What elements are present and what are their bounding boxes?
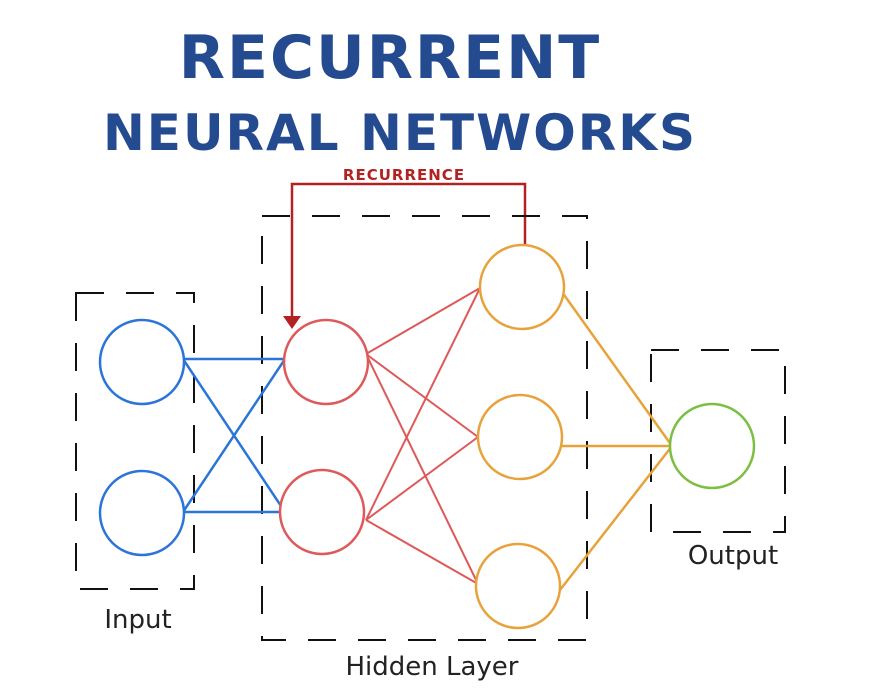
hidden-output-connections bbox=[559, 291, 674, 591]
connection-line bbox=[365, 353, 479, 438]
hidden-node-orange-3 bbox=[474, 542, 562, 630]
input-node-1 bbox=[98, 318, 186, 406]
connection-line bbox=[559, 445, 673, 591]
hidden-node-red-2 bbox=[278, 468, 366, 556]
output-layer-box bbox=[650, 349, 786, 533]
output-node bbox=[668, 402, 756, 490]
connection-line bbox=[365, 436, 479, 521]
input-layer-label: Input bbox=[104, 605, 171, 635]
title-line-1: RECURRENT bbox=[179, 23, 601, 93]
hidden-node-orange-2 bbox=[476, 393, 564, 481]
hidden-hidden-connections bbox=[365, 287, 481, 585]
connection-line bbox=[365, 287, 481, 355]
input-hidden-connections bbox=[181, 357, 287, 514]
hidden-layer-label: Hidden Layer bbox=[345, 652, 518, 682]
hidden-node-red-1 bbox=[282, 318, 370, 406]
title-line-2: NEURAL NETWORKS bbox=[103, 104, 697, 162]
connection-line bbox=[365, 353, 479, 585]
connection-line bbox=[365, 519, 479, 585]
connection-line bbox=[365, 287, 481, 521]
connection-line bbox=[181, 358, 287, 513]
input-node-2 bbox=[98, 469, 186, 557]
output-layer-label: Output bbox=[688, 541, 778, 571]
recurrence-label: RECURRENCE bbox=[343, 166, 465, 184]
connection-line bbox=[560, 291, 674, 447]
hidden-node-orange-1 bbox=[478, 243, 566, 331]
input-layer-box bbox=[75, 292, 195, 590]
hidden-layer-box bbox=[261, 215, 588, 641]
recurrence-arrowhead-icon bbox=[283, 316, 301, 329]
